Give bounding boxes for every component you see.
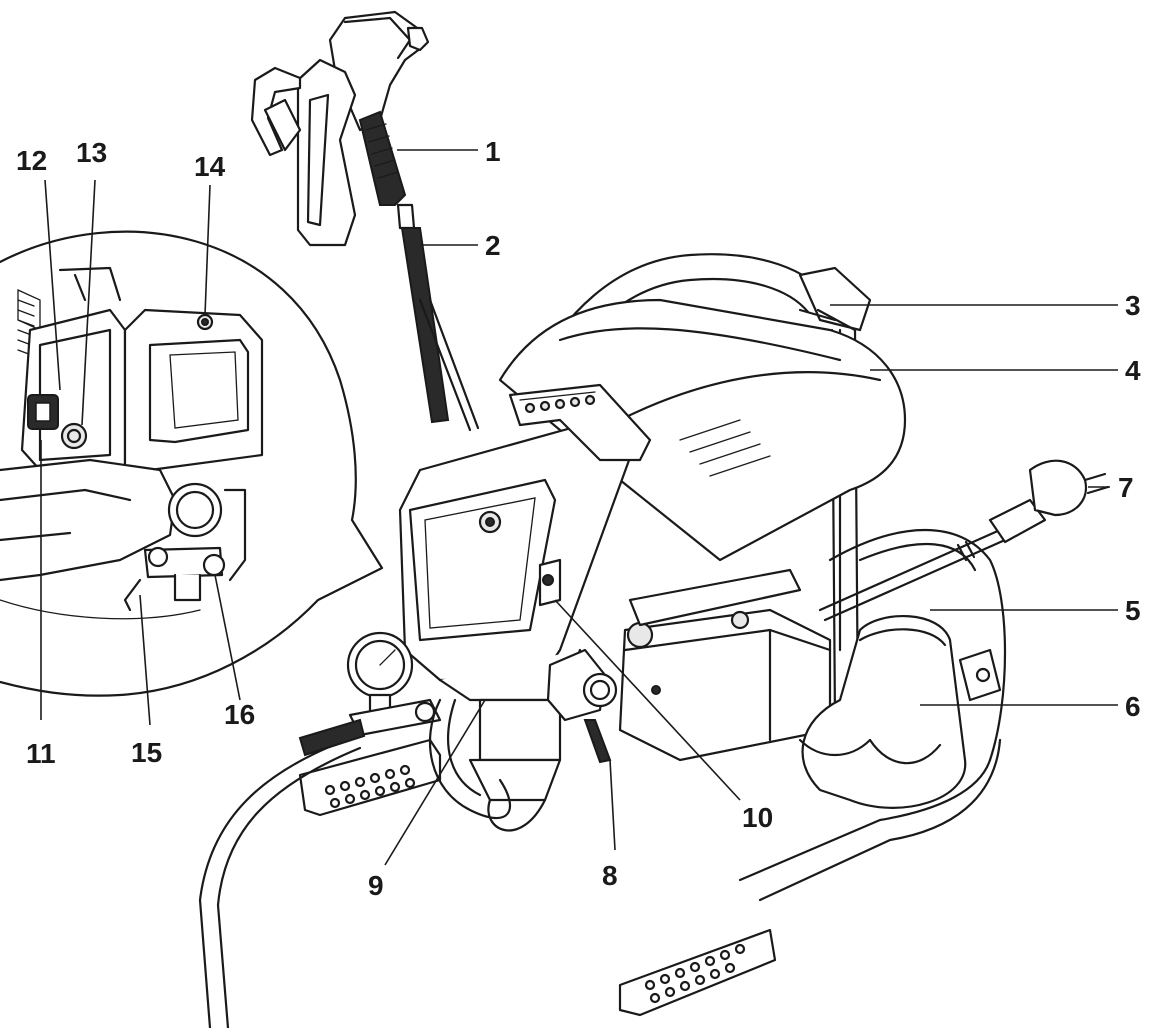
callout-12: 12 (16, 145, 47, 176)
detail-magnifier (0, 230, 384, 697)
callout-labels: 1 2 3 4 5 6 7 8 9 10 11 12 13 14 15 16 (16, 136, 1141, 901)
callout-14: 14 (194, 151, 226, 182)
rear-foot-holes (644, 943, 746, 1004)
motor-housing (498, 298, 907, 562)
callout-1: 1 (485, 136, 501, 167)
gun-hose (396, 203, 480, 432)
callout-6: 6 (1125, 691, 1141, 722)
callout-11: 11 (26, 738, 56, 769)
callout-10: 10 (742, 802, 773, 833)
callout-2: 2 (485, 230, 501, 261)
pressure-gauge (346, 631, 442, 737)
power-cable (818, 459, 1110, 622)
spray-gun (250, 10, 430, 247)
callout-15: 15 (131, 737, 162, 768)
rear-frame (618, 528, 1007, 1017)
callout-3: 3 (1125, 290, 1141, 321)
callout-16: 16 (224, 699, 255, 730)
foot-holes (324, 764, 416, 809)
leader-lines (40, 149, 1118, 866)
suction-hose (198, 698, 512, 1028)
callout-5: 5 (1125, 595, 1141, 626)
pressure-control-knob (546, 648, 618, 764)
hose-holder-bucket (798, 614, 967, 809)
callout-4: 4 (1125, 355, 1141, 386)
callout-8: 8 (602, 860, 618, 891)
callout-9: 9 (368, 870, 384, 901)
pump-body (398, 383, 652, 832)
electronics-box (618, 568, 832, 762)
callout-7: 7 (1118, 472, 1134, 503)
callout-13: 13 (76, 137, 107, 168)
